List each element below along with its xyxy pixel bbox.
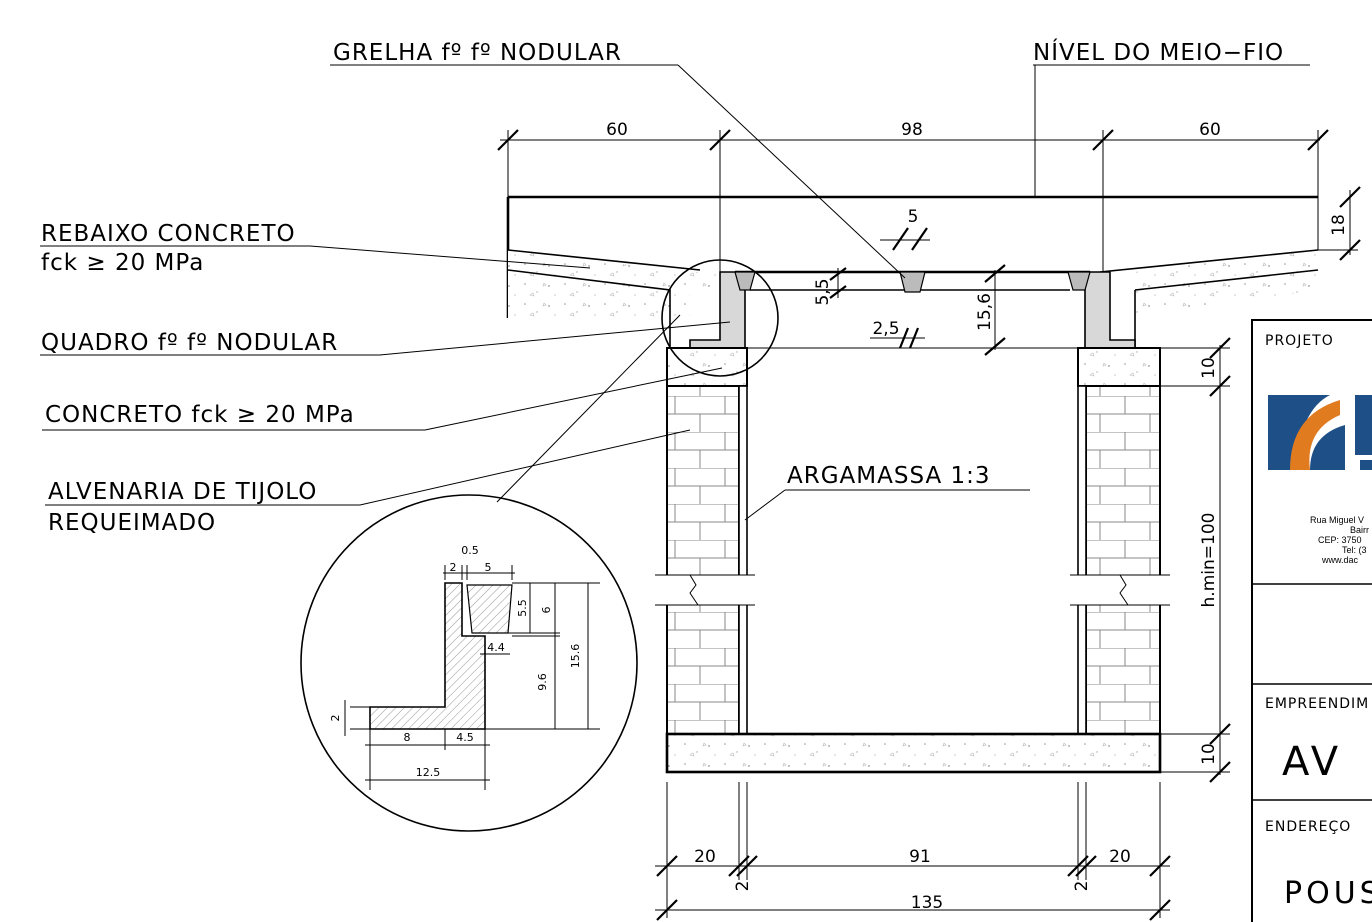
detail-8: 8 [404, 731, 411, 744]
detail-125: 12.5 [416, 766, 441, 779]
dim-total: 135 [911, 893, 943, 913]
dim-wall-left: 20 [694, 847, 716, 867]
tb-projeto: PROJETO [1265, 333, 1334, 349]
tb-endereco: ENDEREÇO [1265, 819, 1351, 835]
detail-6: 6 [540, 607, 553, 614]
dim-frame-depth: 15,6 [975, 293, 995, 331]
dim-grate-depth: 5,5 [813, 278, 833, 305]
section-view [506, 130, 1319, 774]
detail-2b: 2 [329, 715, 342, 722]
right-dimensions: 10 h.min=100 10 [1160, 337, 1231, 783]
label-alvenaria-1: ALVENARIA DE TIJOLO [48, 479, 317, 505]
bottom-dimensions: 20 91 20 2 2 135 [655, 782, 1171, 921]
label-grelha: GRELHA fº fº NODULAR [333, 40, 622, 66]
detail-55: 5.5 [516, 599, 529, 617]
callouts: GRELHA fº fº NODULAR NÍVEL DO MEIO−FIO R… [40, 38, 1310, 536]
dim-cap-bottom: 10 [1199, 743, 1219, 765]
tb-address-5: www.dac [1321, 555, 1359, 565]
label-rebaixo-2: fck ≥ 20 MPa [41, 250, 204, 276]
title-block: PROJETO Rua Miguel V Bairr CEP: 3750 Tel… [1251, 319, 1372, 922]
label-concreto: CONCRETO fck ≥ 20 MPa [45, 402, 355, 428]
label-alvenaria-2: REQUEIMADO [48, 510, 216, 536]
dim-grate-width: 5 [908, 207, 919, 227]
tb-end-value: POUS [1284, 876, 1372, 911]
dim-mortar-right: 2 [1072, 881, 1092, 892]
detail-96: 9.6 [536, 673, 549, 691]
dim-top-mid: 98 [901, 120, 923, 140]
dim-mortar-left: 2 [733, 881, 753, 892]
detail-45: 4.5 [456, 731, 474, 744]
tb-address-2: Bairr [1350, 525, 1369, 535]
detail-156: 15.6 [569, 644, 582, 669]
dim-h-min: h.min=100 [1199, 513, 1219, 608]
tb-emp-value: AV [1282, 739, 1342, 785]
detail-44: 4.4 [487, 641, 505, 654]
detail-5: 5 [485, 561, 492, 574]
top-dimensions: 60 98 60 18 5 5,5 2,5 15,6 [497, 120, 1361, 356]
dim-gap: 2,5 [872, 319, 899, 339]
label-argamassa: ARGAMASSA 1:3 [787, 463, 991, 489]
detail-2: 2 [450, 561, 457, 574]
dim-slab: 18 [1329, 214, 1349, 236]
detail-view: 0.5 2 5 5.5 6 15.6 9.6 4.4 2 8 4.5 12.5 [300, 259, 779, 832]
tb-empreendimento: EMPREENDIM [1265, 696, 1369, 712]
company-logo [1268, 395, 1372, 470]
dim-top-left: 60 [606, 120, 628, 140]
dim-cap-top: 10 [1199, 357, 1219, 379]
label-rebaixo-1: REBAIXO CONCRETO [41, 221, 296, 247]
dim-wall-right: 20 [1109, 847, 1131, 867]
detail-05: 0.5 [461, 544, 479, 557]
label-nivel: NÍVEL DO MEIO−FIO [1033, 38, 1284, 66]
tb-address-3: CEP: 3750 [1318, 535, 1362, 545]
dim-top-right: 60 [1199, 120, 1221, 140]
tb-address-1: Rua Miguel V [1310, 515, 1364, 525]
label-quadro: QUADRO fº fº NODULAR [41, 330, 338, 356]
tb-address-4: Tel: (3 [1342, 545, 1367, 555]
dim-inner: 91 [909, 847, 931, 867]
